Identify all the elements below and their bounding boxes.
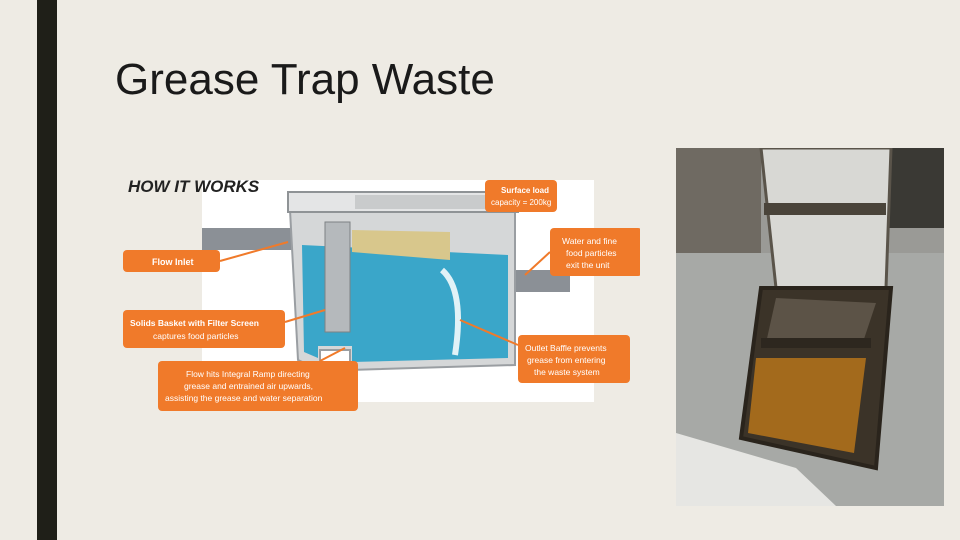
callout-solids-basket-rest: captures food particles bbox=[153, 331, 239, 341]
grease-trap-photo bbox=[676, 148, 944, 506]
diagram-heading: HOW IT WORKS bbox=[128, 177, 260, 196]
callout-baffle-line1: Outlet Baffle prevents bbox=[525, 343, 607, 353]
callout-ramp-line1: Flow hits Integral Ramp directing bbox=[186, 369, 310, 379]
grease-trap-diagram: HOW IT WORKS Flow Inlet Solids Basket wi… bbox=[123, 177, 640, 411]
grease-surface bbox=[748, 358, 866, 453]
callout-surface-load-line2: capacity = 200kg bbox=[491, 198, 551, 207]
callout-solids-basket: Solids Basket with Filter Screen capture… bbox=[123, 309, 326, 348]
callout-water-exit: Water and fine food particles exit the u… bbox=[524, 228, 640, 276]
slide-title: Grease Trap Waste bbox=[115, 55, 495, 104]
solids-basket bbox=[324, 221, 351, 333]
grease-layer bbox=[352, 230, 450, 260]
callout-flow-inlet: Flow Inlet bbox=[123, 241, 289, 272]
callout-ramp-line3: assisting the grease and water separatio… bbox=[165, 393, 323, 403]
sink-corner bbox=[676, 433, 836, 506]
callout-integral-ramp: Flow hits Integral Ramp directing grease… bbox=[158, 347, 358, 411]
callout-surface-load: Surface load capacity = 200kg bbox=[485, 180, 557, 212]
raised-lid bbox=[759, 148, 893, 290]
callout-water-line3: exit the unit bbox=[566, 260, 610, 270]
outlet-baffle bbox=[439, 267, 462, 356]
inlet-pipe bbox=[202, 228, 292, 250]
callout-baffle-line2: grease from entering bbox=[527, 355, 606, 365]
callout-water-line1: Water and fine bbox=[562, 236, 617, 246]
callout-baffle-line3: the waste system bbox=[534, 367, 600, 377]
callout-water-line2: food particles bbox=[566, 248, 617, 258]
callout-ramp-line2: grease and entrained air upwards, bbox=[184, 381, 313, 391]
callout-outlet-baffle: Outlet Baffle prevents grease from enter… bbox=[459, 319, 630, 383]
callout-flow-inlet-text: Flow Inlet bbox=[152, 257, 194, 267]
lid-grille bbox=[355, 195, 510, 209]
callout-solids-basket-bold: Solids Basket with Filter Screen bbox=[130, 318, 259, 328]
left-accent-bar bbox=[37, 0, 57, 540]
trap-compartment bbox=[766, 298, 876, 348]
callout-surface-load-line1: Surface load bbox=[501, 186, 549, 195]
